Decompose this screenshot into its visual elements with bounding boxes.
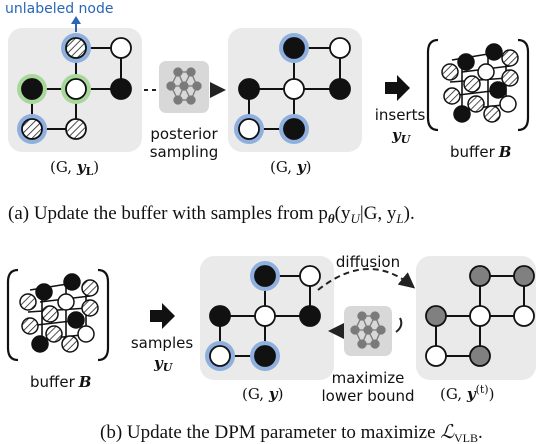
unlabeled-node bbox=[21, 118, 43, 140]
unlabeled-node bbox=[65, 37, 87, 59]
unlabeled-node bbox=[65, 118, 87, 140]
graph-noisy-caption: (G, y(t)) bbox=[440, 383, 494, 403]
samples-label: samples bbox=[131, 334, 194, 352]
diffusion-label: diffusion bbox=[336, 253, 400, 271]
lower-bound-label: lower bound bbox=[321, 387, 414, 405]
sampling-label: sampling bbox=[150, 143, 219, 161]
node bbox=[110, 37, 132, 59]
posterior-label: posterior bbox=[150, 125, 218, 143]
maximize-label: maximize bbox=[332, 369, 405, 387]
panel-a: unlabeled node (G, yL) posterior bbox=[5, 1, 530, 226]
diffusion-arrow bbox=[317, 267, 416, 291]
callout-arrowhead bbox=[71, 16, 81, 24]
graph-clean-nodes bbox=[205, 261, 321, 371]
node bbox=[110, 78, 132, 100]
network-icon bbox=[350, 311, 386, 349]
graph-noisy-nodes bbox=[425, 265, 535, 367]
denoise-return-line bbox=[395, 317, 403, 333]
samples-math: yU bbox=[153, 354, 174, 374]
caption-b: (b) Update the DPM parameter to maximize… bbox=[100, 422, 483, 444]
samples-arrow bbox=[150, 303, 175, 329]
inserts-arrow bbox=[385, 75, 410, 101]
node bbox=[65, 78, 87, 100]
caption-a: (a) Update the buffer with samples from … bbox=[8, 203, 415, 226]
inserts-label: inserts bbox=[375, 106, 426, 124]
node bbox=[21, 78, 43, 100]
network-icon bbox=[166, 67, 202, 105]
unlabeled-node-label: unlabeled node bbox=[5, 1, 114, 17]
buffer-a bbox=[426, 38, 530, 132]
graph-sampled-nodes bbox=[234, 33, 351, 144]
inserts-math: yU bbox=[391, 126, 412, 146]
graph-clean-caption: (G, y) bbox=[242, 385, 283, 403]
graph-sampled-caption: (G, y) bbox=[270, 158, 311, 176]
buffer-b bbox=[6, 268, 110, 362]
graph-labeled-caption: (G, yL) bbox=[50, 158, 99, 178]
graph-labeled-nodes bbox=[17, 33, 132, 144]
